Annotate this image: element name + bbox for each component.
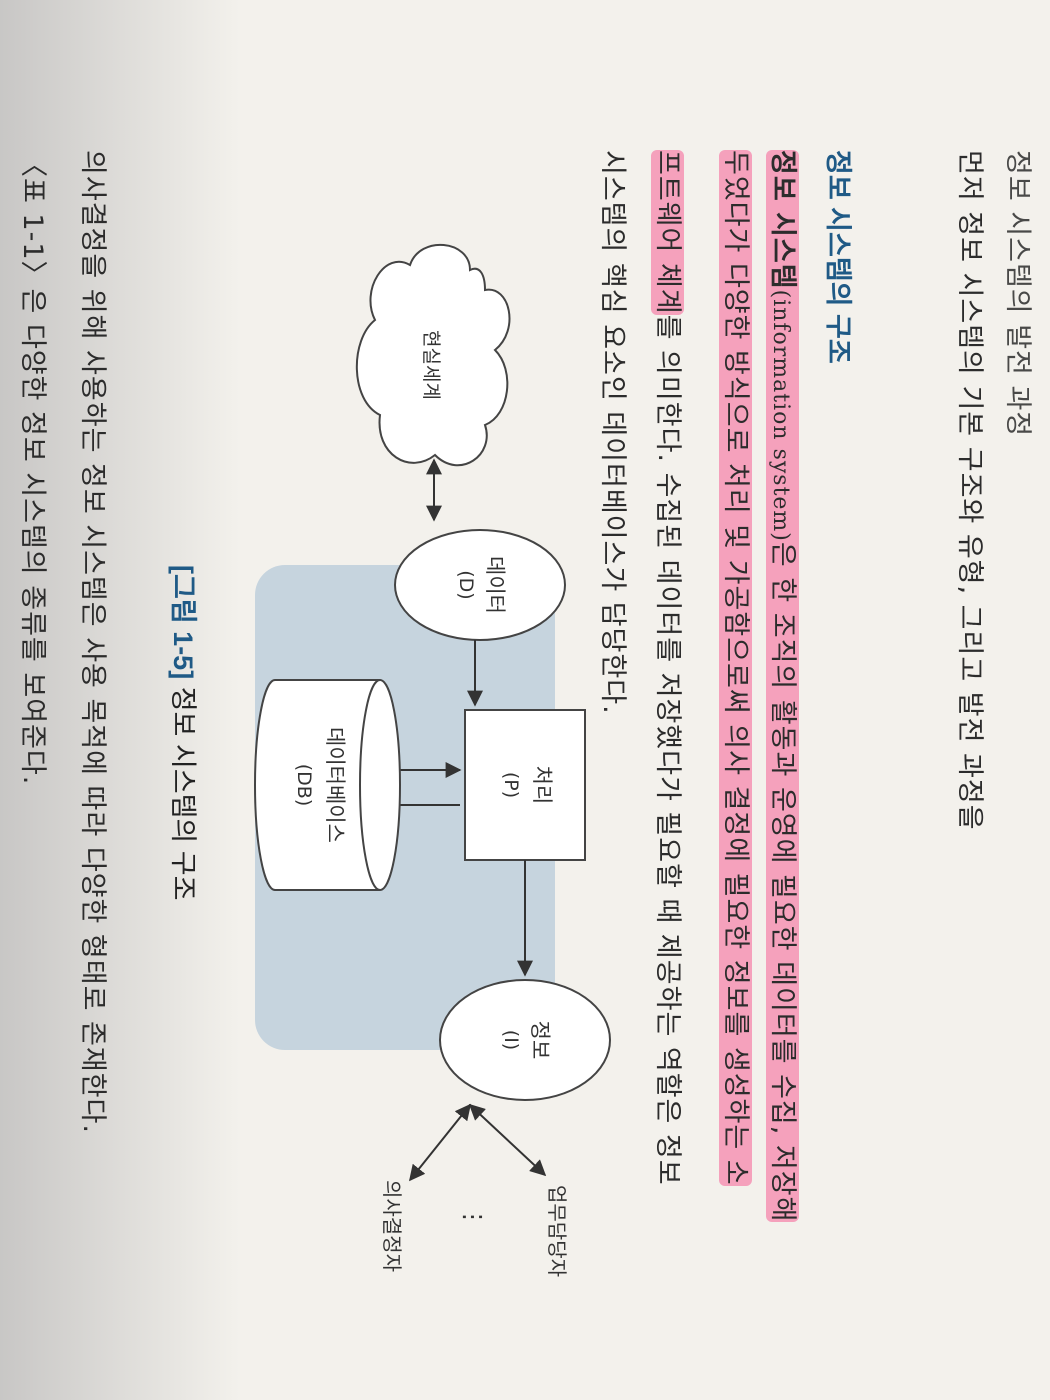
db-label: 데이터베이스 <box>323 727 347 843</box>
paragraph-after-1: 의사결정을 위해 사용하는 정보 시스템은 사용 목적에 따라 다양한 형태로 … <box>77 150 108 1134</box>
ellipsis-mark: ⋮ <box>459 1205 487 1229</box>
real-world-cloud: 현실세계 <box>355 243 511 467</box>
figure-number: [그림 1-5] <box>168 565 198 680</box>
database-node: 데이터베이스 (DB) <box>254 679 401 891</box>
process-node <box>464 709 586 861</box>
paragraph-after-2: 〈표 1-1〉은 다양한 정보 시스템의 종류를 보여준다. <box>17 150 48 786</box>
data-abbr: (D) <box>455 570 477 599</box>
info-abbr: (I) <box>500 1030 522 1050</box>
arrow-info-staff <box>468 1103 547 1177</box>
data-label: 데이터 <box>483 556 507 614</box>
cloud-label: 현실세계 <box>420 330 442 400</box>
figure-caption: [그림 1-5] 정보 시스템의 구조 <box>166 565 205 900</box>
decision-maker-label: 의사결정자 <box>380 1180 404 1272</box>
information-node <box>439 979 611 1101</box>
info-label: 정보 <box>528 1021 552 1060</box>
photo-shadow <box>0 0 240 1400</box>
process-abbr: (P) <box>500 772 522 798</box>
figure-title: 정보 시스템의 구조 <box>168 686 198 901</box>
db-abbr: (DB) <box>293 764 315 807</box>
process-label: 처리 <box>530 766 554 805</box>
arrow-info-decision-maker <box>409 1103 471 1182</box>
data-node <box>394 529 566 641</box>
staff-label: 업무담당자 <box>545 1185 569 1277</box>
